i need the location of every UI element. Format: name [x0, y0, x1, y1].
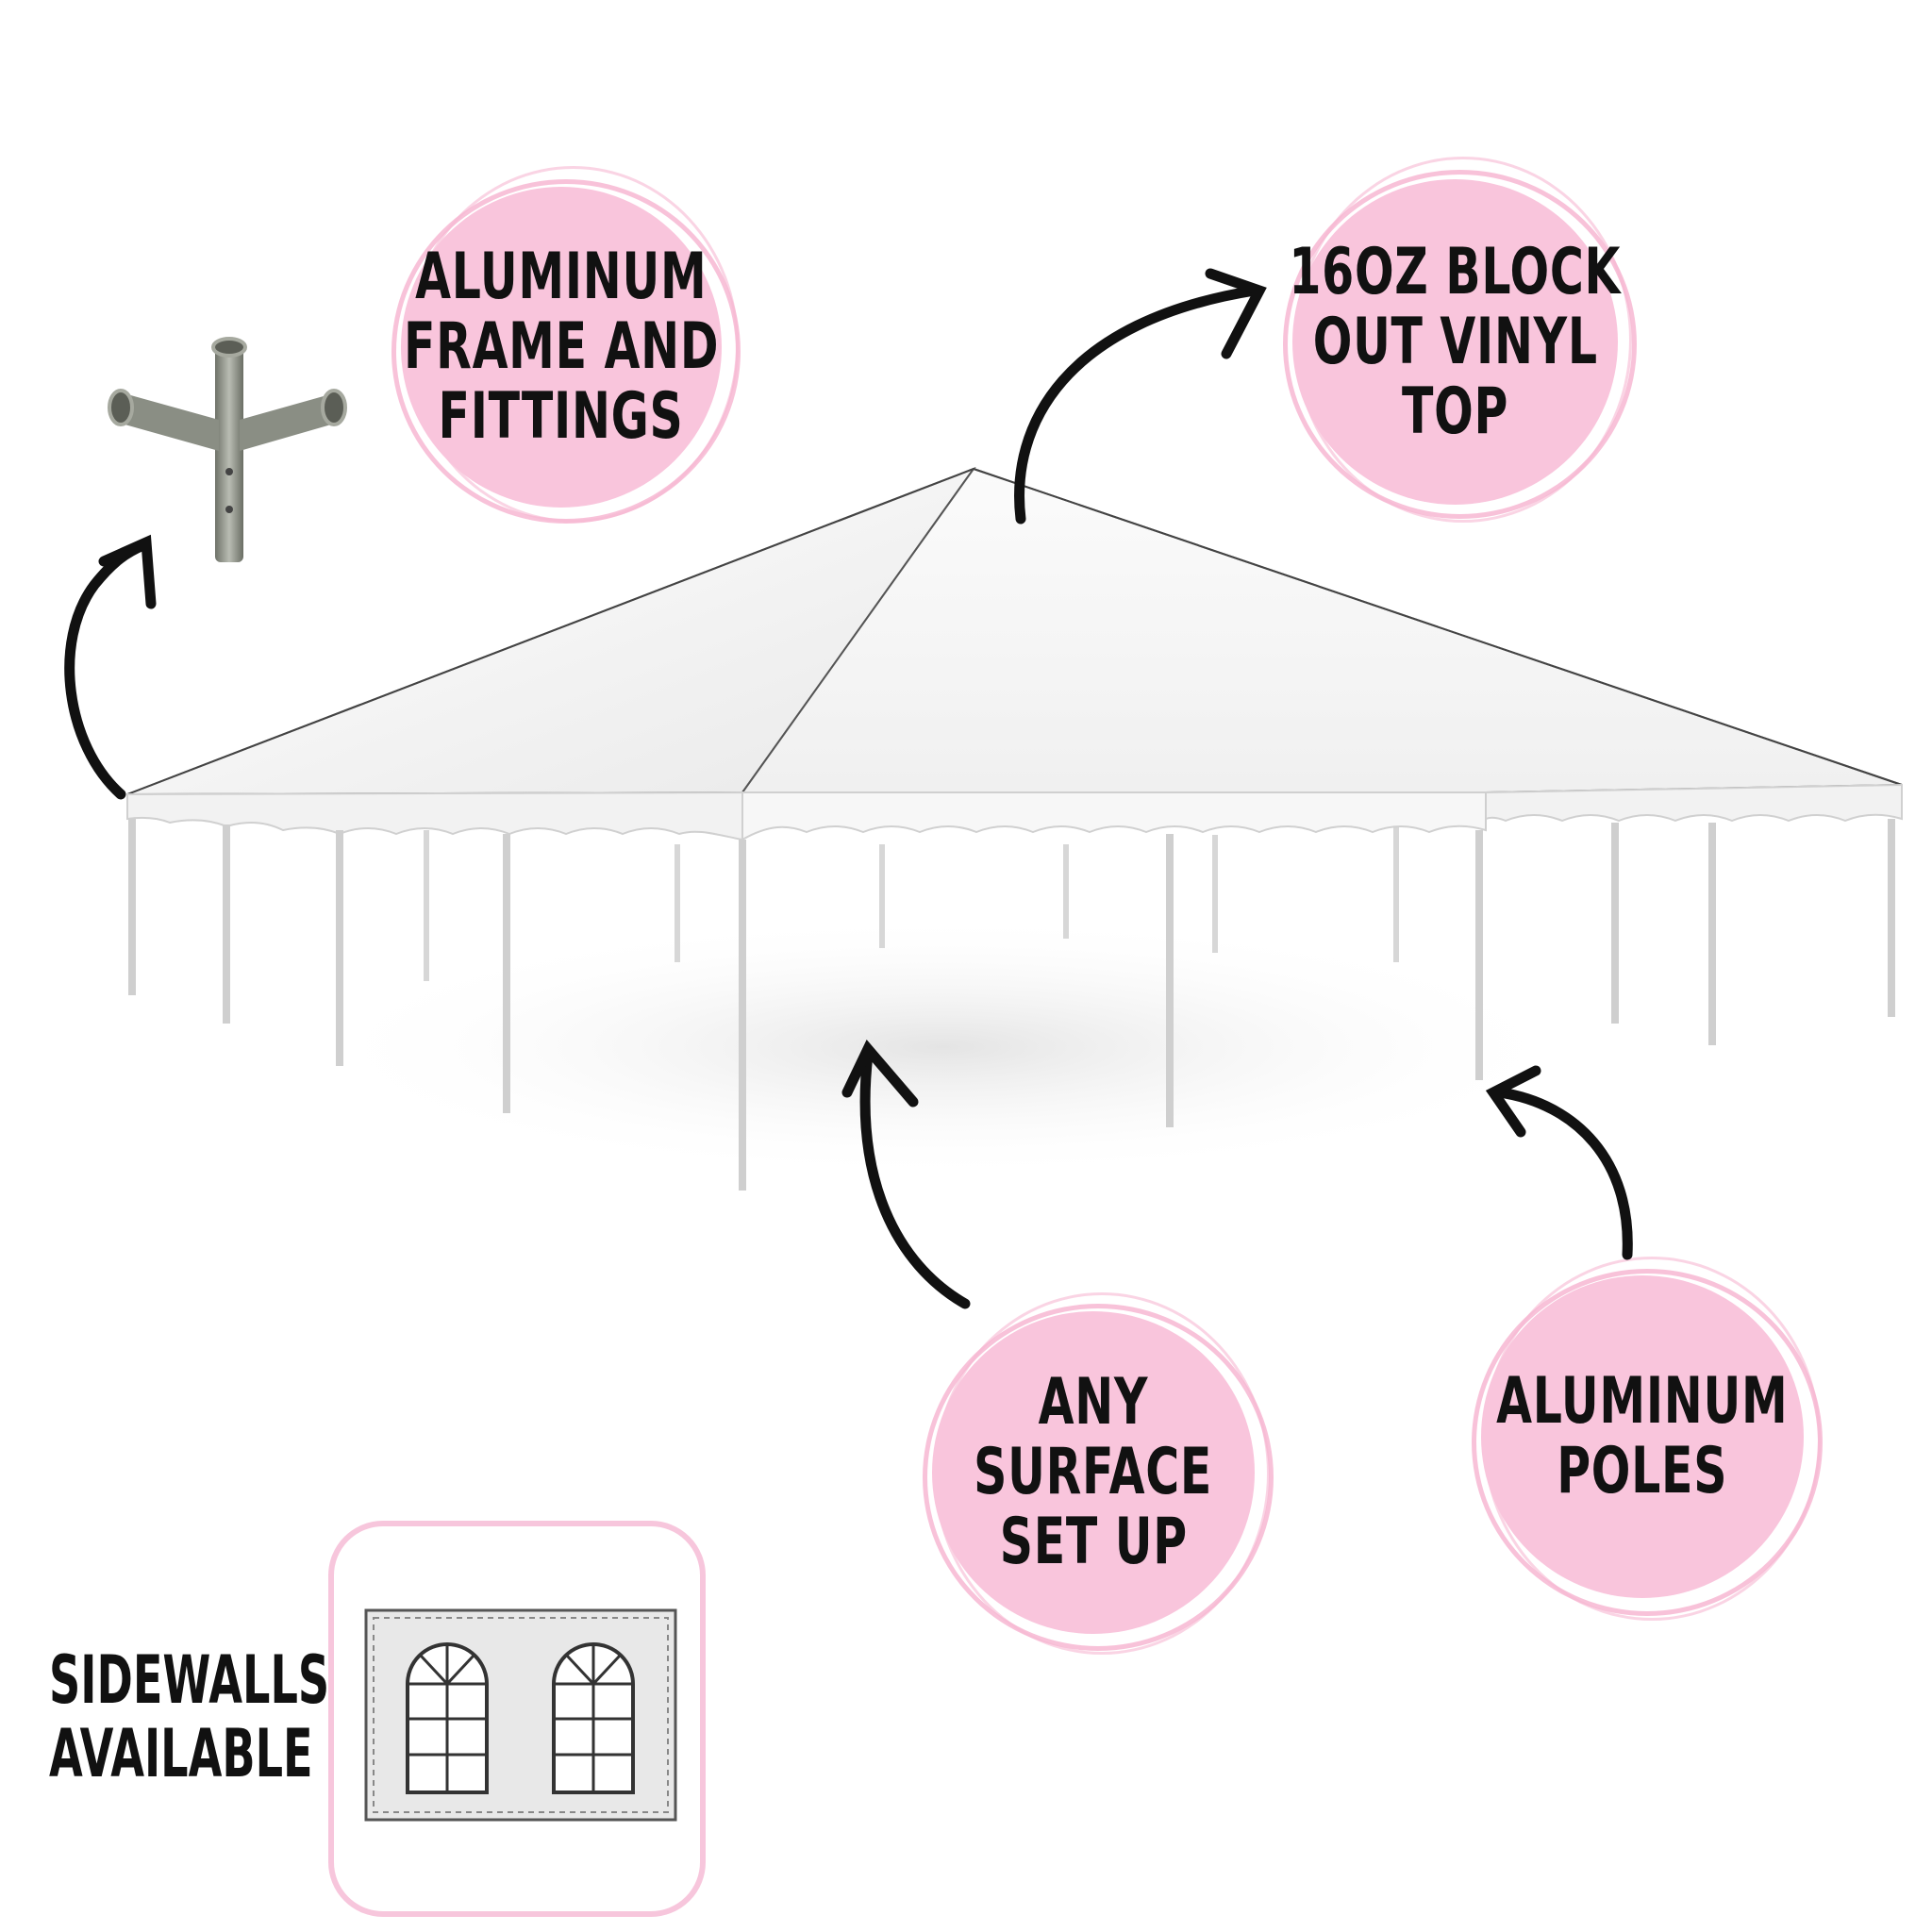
badge-any-surface: ANY SURFACE SET UP — [932, 1311, 1255, 1634]
arrow-to-fitting — [64, 534, 157, 800]
badge-text-line: TOP — [1401, 374, 1509, 449]
curved-arrow-icon — [64, 540, 149, 800]
badge-text-line: FITTINGS — [439, 379, 684, 454]
badge-aluminum-poles: ALUMINUM POLES — [1481, 1275, 1804, 1598]
tent-ground-shadow — [302, 915, 1585, 1179]
tent-front-poles — [128, 819, 1895, 1191]
badge-text-line: SET UP — [999, 1505, 1188, 1579]
tent-icon — [126, 466, 1903, 841]
badge-text-line: SURFACE — [974, 1435, 1213, 1509]
arrow-to-roof — [1014, 268, 1267, 525]
four-way-fitting-icon — [108, 337, 347, 562]
badge-text-line: ALUMINUM — [1496, 1364, 1789, 1439]
badge-text-line: POLES — [1557, 1434, 1728, 1508]
badge-text-line: ALUMINUM — [415, 240, 708, 314]
badge-aluminum-frame: ALUMINUM FRAME AND FITTINGS — [401, 187, 722, 508]
tent-back-poles — [424, 825, 1399, 981]
sidewalls-available-label: SIDEWALLS AVAILABLE — [49, 1643, 332, 1790]
badge-text-line: ANY — [1038, 1365, 1149, 1440]
sidewall-window-panel-icon — [364, 1608, 677, 1822]
badge-text-line: 16OZ BLOCK — [1289, 234, 1622, 309]
arrow-to-pole — [1485, 1065, 1633, 1260]
badge-vinyl-top: 16OZ BLOCK OUT VINYL TOP — [1290, 179, 1621, 505]
badge-text-line: OUT VINYL — [1312, 304, 1598, 379]
arrow-to-ground — [841, 1040, 971, 1309]
badge-text-line: FRAME AND — [403, 309, 720, 384]
